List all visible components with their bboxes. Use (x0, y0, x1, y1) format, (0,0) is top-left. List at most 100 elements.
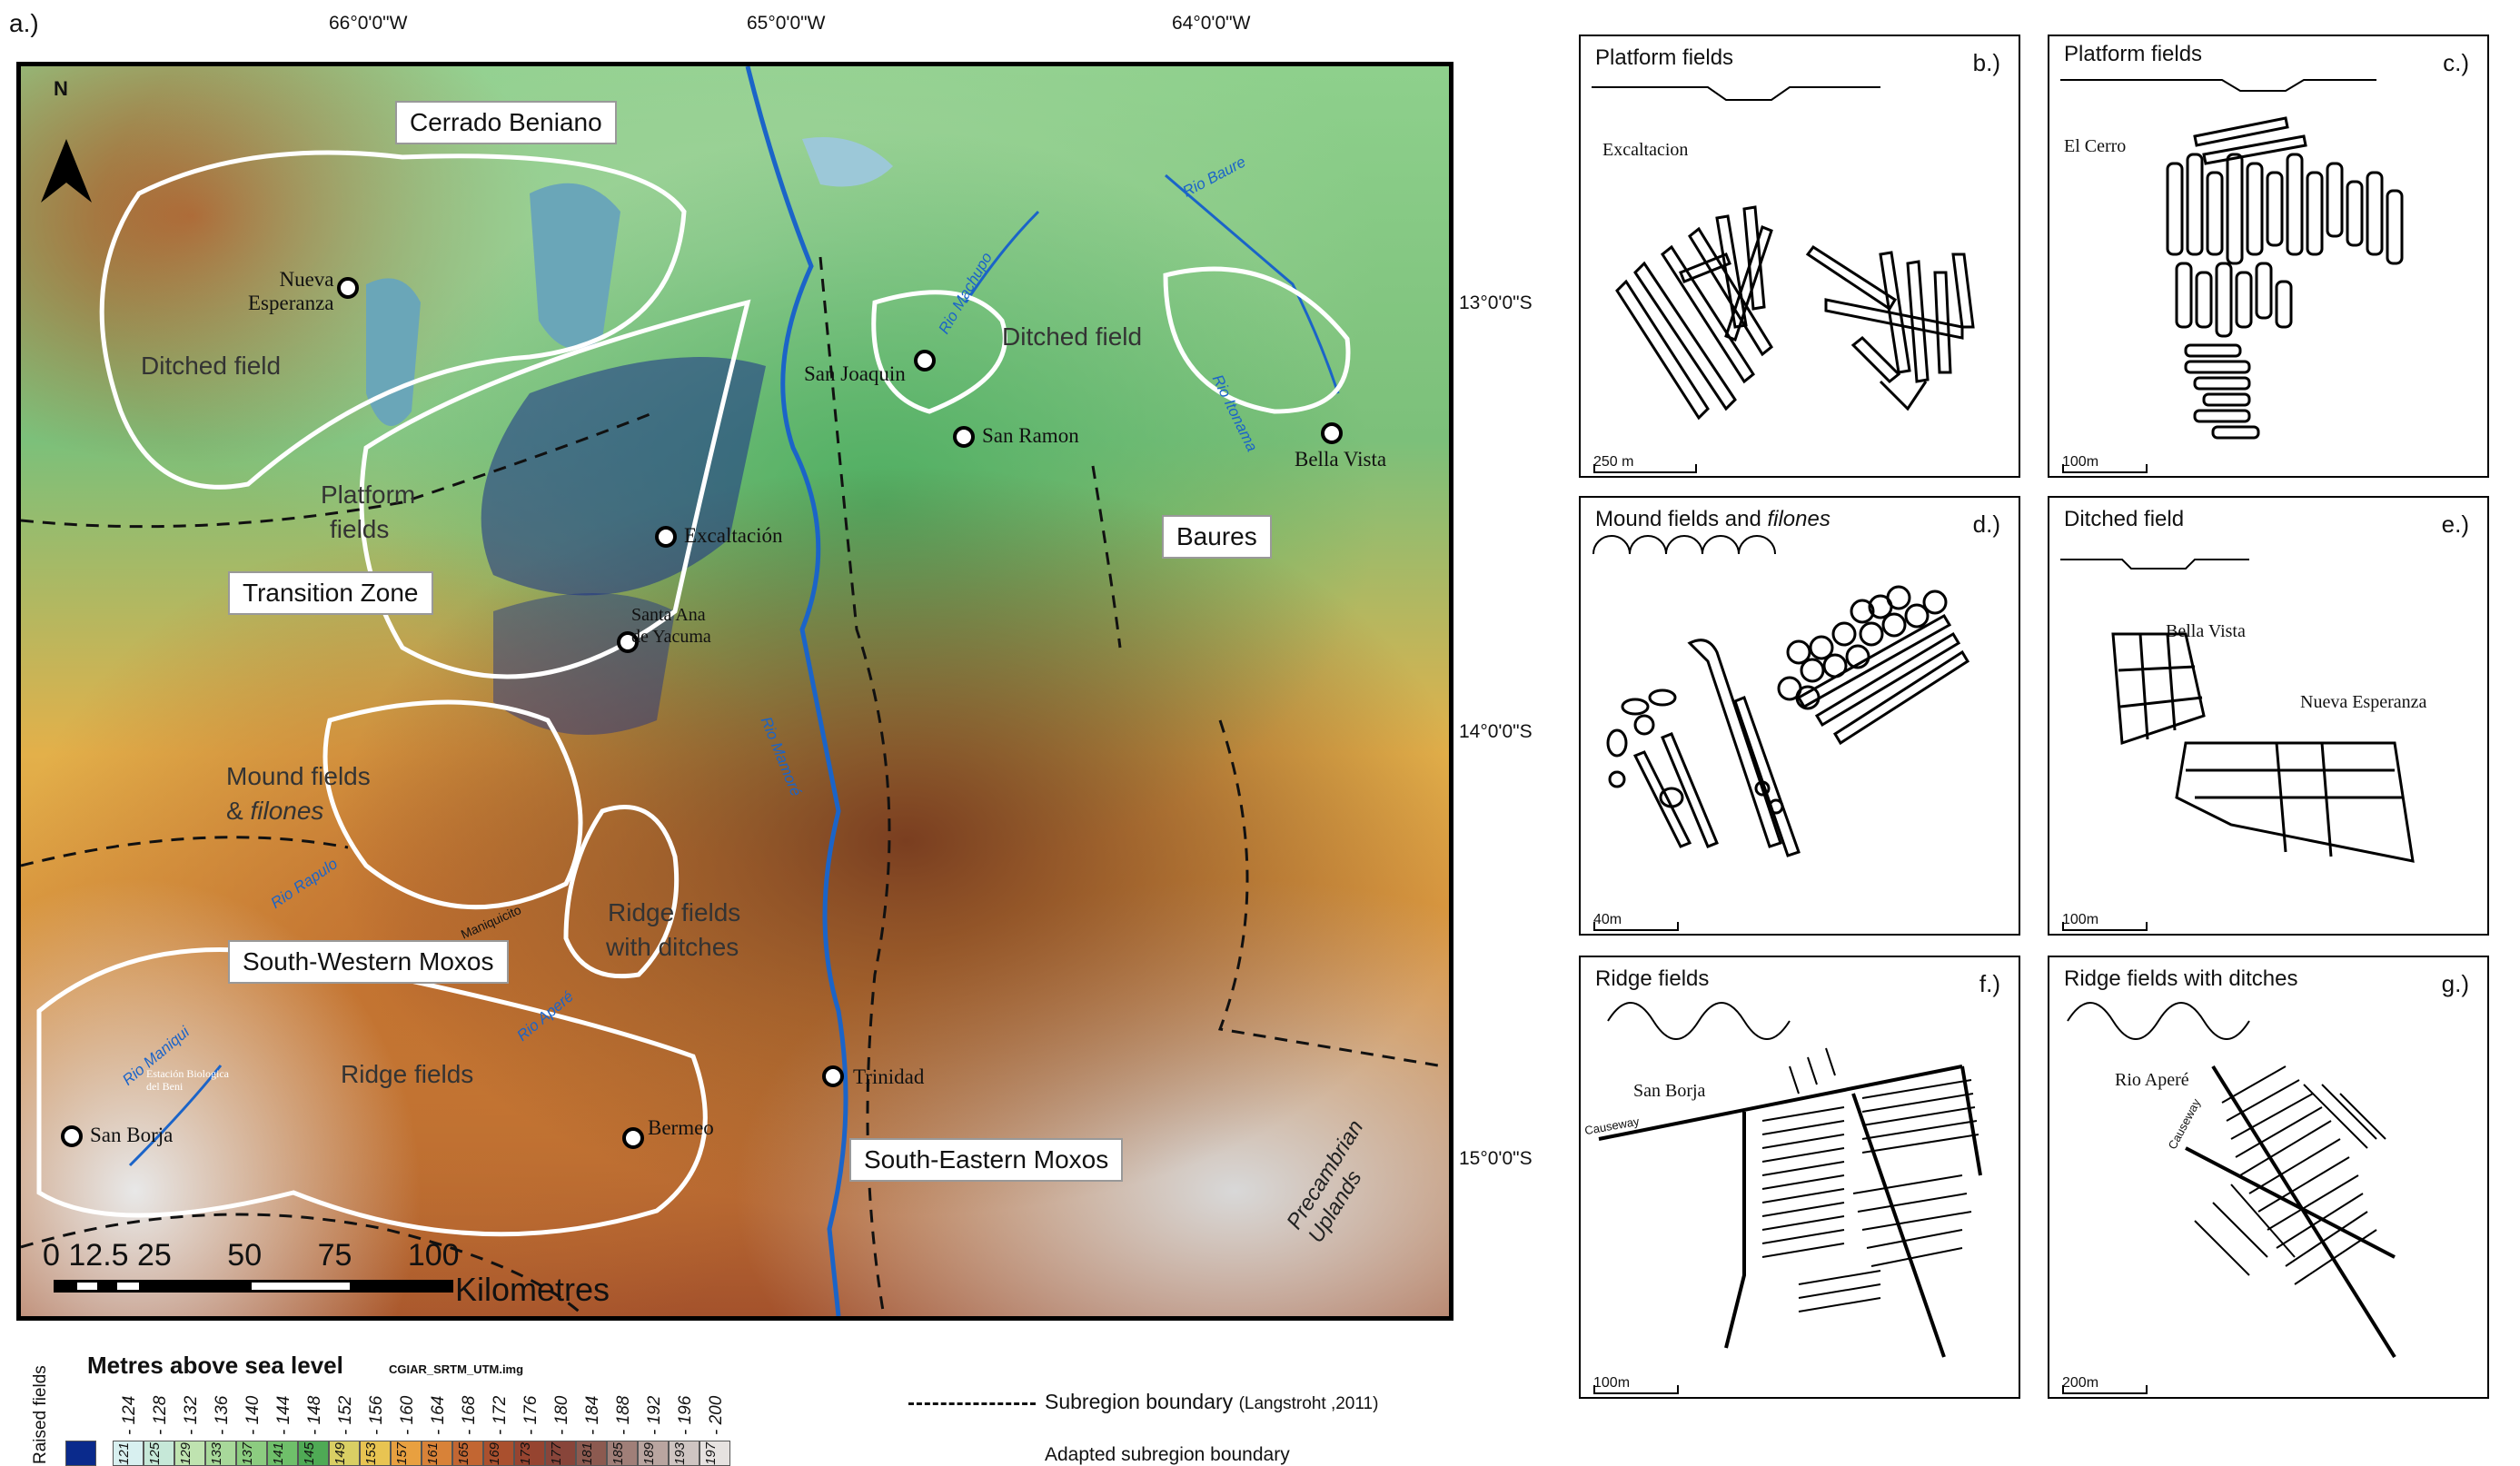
elevation-swatch: 173 (514, 1441, 545, 1466)
panel-e: Ditched field e.) Bella Vista Nueva Espe… (2048, 496, 2489, 936)
map-overlay (21, 66, 1439, 1316)
lake (802, 137, 893, 187)
coord-64w: 64°0'0"W (1172, 13, 1251, 34)
town-san-ramon: San Ramon (982, 424, 1079, 447)
panel-f-drawing (1598, 1002, 1982, 1358)
elevation-tick: - 132 (182, 1395, 201, 1435)
panel-c: Platform fields c.) El Cerro 100m (2048, 35, 2489, 478)
elevation-swatch: 145 (298, 1441, 329, 1466)
panel-f-title: Ridge fields (1595, 966, 1710, 991)
elevation-tick: - 200 (707, 1395, 726, 1435)
maniqui-river (128, 1065, 223, 1167)
panel-c-town: El Cerro (2064, 136, 2127, 156)
elevation-tick: - 160 (398, 1395, 417, 1435)
panel-g-drawing (2067, 1002, 2396, 1359)
panel-b-letter: b.) (1972, 49, 2000, 76)
elevation-swatch: 185 (607, 1441, 638, 1466)
panel-c-letter: c.) (2443, 49, 2469, 76)
elevation-swatch: 153 (360, 1441, 391, 1466)
field-ditched-east: Ditched field (1002, 322, 1143, 351)
panel-g: Ridge fields with ditches g.) Rio Aperé … (2048, 956, 2489, 1399)
coord-13s: 13°0'0"S (1459, 292, 1533, 313)
field-platform-1: Platform (321, 480, 416, 509)
elevation-swatch-label: 125 (147, 1441, 163, 1465)
coord-14s: 14°0'0"S (1459, 721, 1533, 742)
panel-b: Platform fields b.) Excaltacion 250 m (1579, 35, 2020, 478)
elevation-swatch: 149 (329, 1441, 360, 1466)
ditched-outline-east-b (1163, 266, 1351, 414)
elevation-swatch-label: 149 (332, 1441, 348, 1465)
north-arrow-icon (41, 139, 92, 203)
elevation-swatch-label: 153 (363, 1441, 379, 1465)
panel-g-title: Ridge fields with ditches (2064, 966, 2298, 991)
panel-f-letter: f.) (1979, 970, 2000, 997)
elevation-tick: - 144 (274, 1395, 293, 1435)
elevation-swatch: 197 (699, 1441, 730, 1466)
town-marker (655, 526, 677, 548)
panel-d-letter: d.) (1972, 510, 2000, 538)
elevation-swatch-label: 193 (672, 1441, 688, 1465)
elevation-tick: - 188 (614, 1395, 633, 1435)
legend-raised-fields: Raised fields (31, 1365, 50, 1464)
region-cerrado: Cerrado Beniano (395, 101, 617, 144)
town-excaltacion: Excaltación (684, 524, 783, 547)
panel-f: Ridge fields f.) San Borja Causeway 100m (1579, 956, 2020, 1399)
lake (366, 278, 421, 426)
elevation-tick: - 124 (120, 1395, 139, 1435)
town-san-borja: San Borja (90, 1124, 174, 1146)
machupo-river (964, 210, 1040, 303)
panel-d: Mound fields and filones d.) 40m (1579, 496, 2020, 936)
raised-fields-swatch (65, 1441, 96, 1466)
legend-source: CGIAR_SRTM_UTM.img (389, 1362, 524, 1376)
town-bella-vista: Bella Vista (1295, 448, 1387, 471)
elevation-swatch-label: 145 (302, 1441, 317, 1465)
town-marker (61, 1125, 83, 1147)
town-marker (953, 426, 975, 448)
legend-adapted: Adapted subregion boundary (1045, 1444, 1290, 1465)
subregion-boundary (1091, 465, 1122, 649)
mamore-river (745, 66, 848, 1316)
town-santa-ana: Santa Ana de Yacuma (631, 605, 711, 647)
panel-c-drawing (2060, 79, 2404, 440)
coord-66w: 66°0'0"W (329, 13, 408, 34)
ditched-outline-east-a (871, 290, 1007, 414)
elevation-swatch-label: 133 (209, 1441, 224, 1465)
town-marker (622, 1127, 644, 1149)
elevation-swatch-label: 137 (240, 1441, 255, 1465)
elevation-swatch-label: 157 (394, 1441, 410, 1465)
elevation-swatch-label: 177 (549, 1441, 564, 1465)
elevation-swatch-label: 173 (518, 1441, 533, 1465)
elevation-swatch-label: 129 (178, 1441, 193, 1465)
elevation-tick: - 176 (521, 1395, 541, 1435)
elevation-swatch-label: 169 (487, 1441, 502, 1465)
ditched-field-outline-west (99, 150, 687, 490)
scale-unit: Kilometres (455, 1271, 610, 1308)
field-ridge-ditch-1: Ridge fields (608, 898, 741, 926)
subregion-boundary (1217, 719, 1439, 1067)
elevation-swatch: 129 (174, 1441, 205, 1466)
panel-f-scale: 100m (1593, 1375, 1679, 1394)
panel-e-letter: e.) (2441, 510, 2469, 538)
field-ridge: Ridge fields (341, 1060, 474, 1088)
field-platform-2: fields (330, 515, 390, 543)
region-se-moxos: South-Eastern Moxos (849, 1138, 1124, 1182)
elevation-map: N Cerrado Beniano Transition Zone Baures… (16, 62, 1453, 1321)
panel-d-title: Mound fields and filones (1595, 507, 1830, 531)
elevation-swatch-label: 141 (271, 1441, 286, 1465)
estacion-biologica: Estación Biologica del Beni (146, 1067, 229, 1093)
field-mound-2: & filones (226, 797, 324, 825)
elevation-swatch-label: 121 (116, 1441, 132, 1465)
subregion-boundary (21, 410, 658, 529)
elevation-swatch: 141 (267, 1441, 298, 1466)
elevation-swatch: 165 (452, 1441, 483, 1466)
coord-15s: 15°0'0"S (1459, 1148, 1533, 1169)
panel-g-scale: 200m (2062, 1375, 2148, 1394)
field-mound-1: Mound fields (226, 762, 371, 790)
lake (530, 183, 620, 350)
elevation-tick: - 156 (367, 1395, 386, 1435)
elevation-swatch: 189 (638, 1441, 669, 1466)
panel-b-title: Platform fields (1595, 45, 1734, 70)
town-marker (914, 350, 936, 371)
platform-cluster (481, 357, 766, 596)
elevation-swatch: 133 (205, 1441, 236, 1466)
